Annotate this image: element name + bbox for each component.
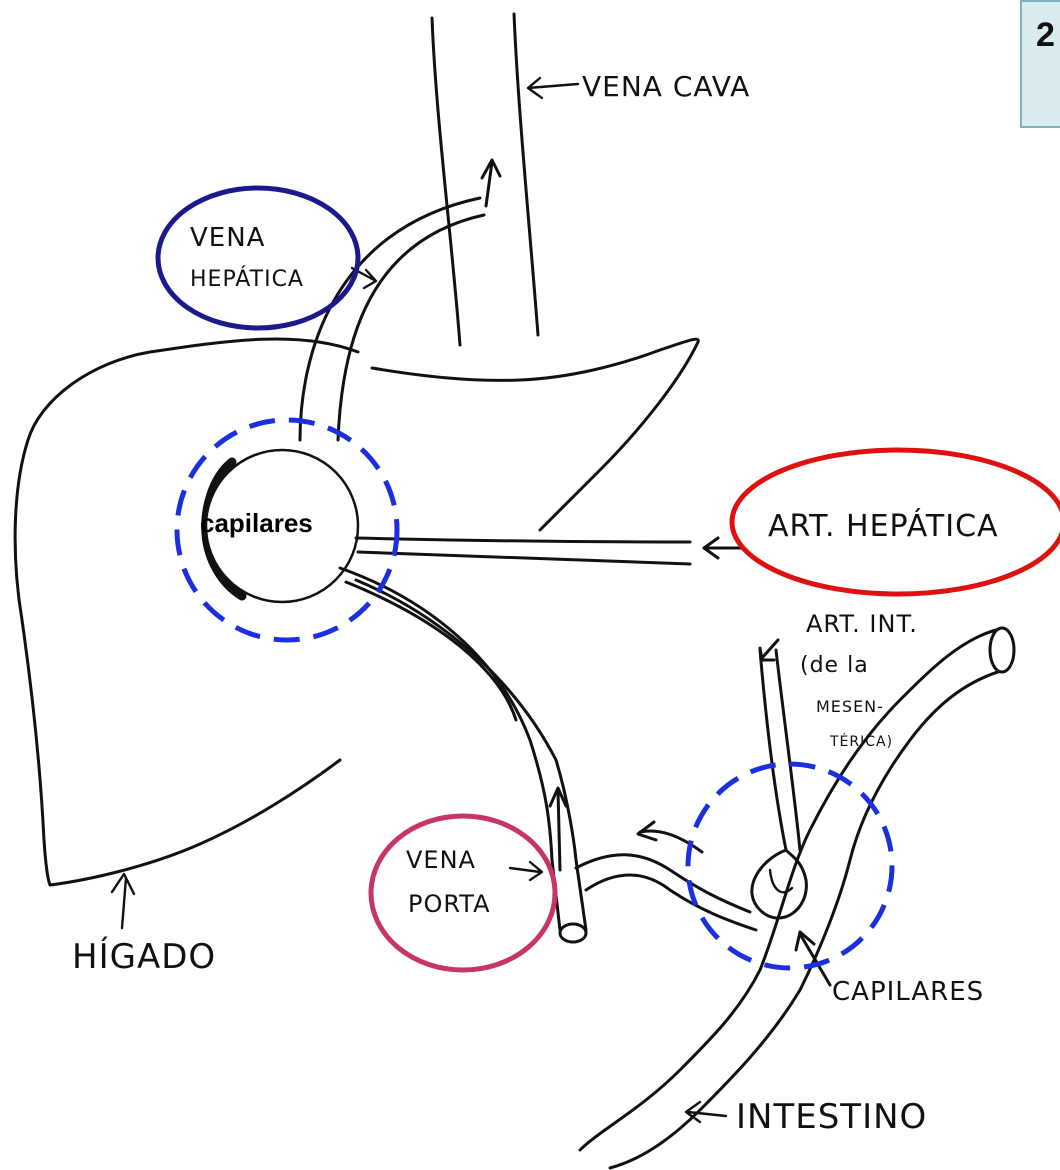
intestine-capillaries-dashed-circle (688, 764, 892, 968)
label-vena-cava: VENA CAVA (582, 70, 750, 103)
intestine-opening (990, 628, 1014, 672)
label-art-int-3: MESEN- (816, 697, 884, 716)
vena-hepatica-highlight-circle (158, 188, 358, 328)
label-intestino: INTESTINO (736, 1097, 927, 1137)
portal-branch-flow-arrow (638, 822, 702, 852)
label-art-hepatica: ART. HEPÁTICA (768, 508, 999, 544)
capilares-pointer-arrow (796, 932, 830, 985)
portal-vein-lower-right (576, 860, 586, 930)
slide-number-box: 2 (1020, 0, 1060, 128)
hepatic-vein-wall-outer (300, 198, 480, 440)
hepatic-vein-flow-arrow (482, 160, 500, 206)
higado-pointer-arrow (112, 874, 134, 928)
portal-vein-opening (560, 924, 586, 942)
label-capilares-intestine: CAPILARES (832, 977, 984, 1007)
hepatic-artery-wall-bottom (358, 552, 690, 564)
portal-vein-wall-inner (346, 582, 516, 720)
label-vena-porta-2: PORTA (408, 890, 491, 918)
vena-cava-pointer-arrow (528, 78, 578, 98)
mesenteric-artery-wall-left (760, 650, 786, 850)
label-vena-hepatica-2: HEPÁTICA (190, 266, 304, 292)
vena-cava-right-wall (514, 14, 538, 335)
hepatic-vein-wall-inner (338, 215, 484, 440)
label-vena-porta-1: VENA (406, 846, 476, 874)
slide-number: 2 (1036, 16, 1055, 55)
label-capilares-liver: capilares (200, 508, 313, 538)
liver-outline-upper-lobe (372, 339, 698, 530)
hepatic-artery-wall-top (356, 538, 690, 542)
label-art-int-4: TÉRICA) (829, 733, 893, 750)
label-art-int-2: (de la (800, 653, 869, 678)
intestine-capillary-loop (752, 850, 807, 918)
label-vena-hepatica-1: VENA (190, 223, 265, 253)
portal-vein-pointer-arrow (510, 862, 542, 880)
label-art-int-1: ART. INT. (806, 610, 918, 638)
label-higado: HÍGADO (72, 936, 216, 977)
intestine-wall-right (610, 670, 1004, 1168)
vena-cava-left-wall (432, 18, 460, 345)
